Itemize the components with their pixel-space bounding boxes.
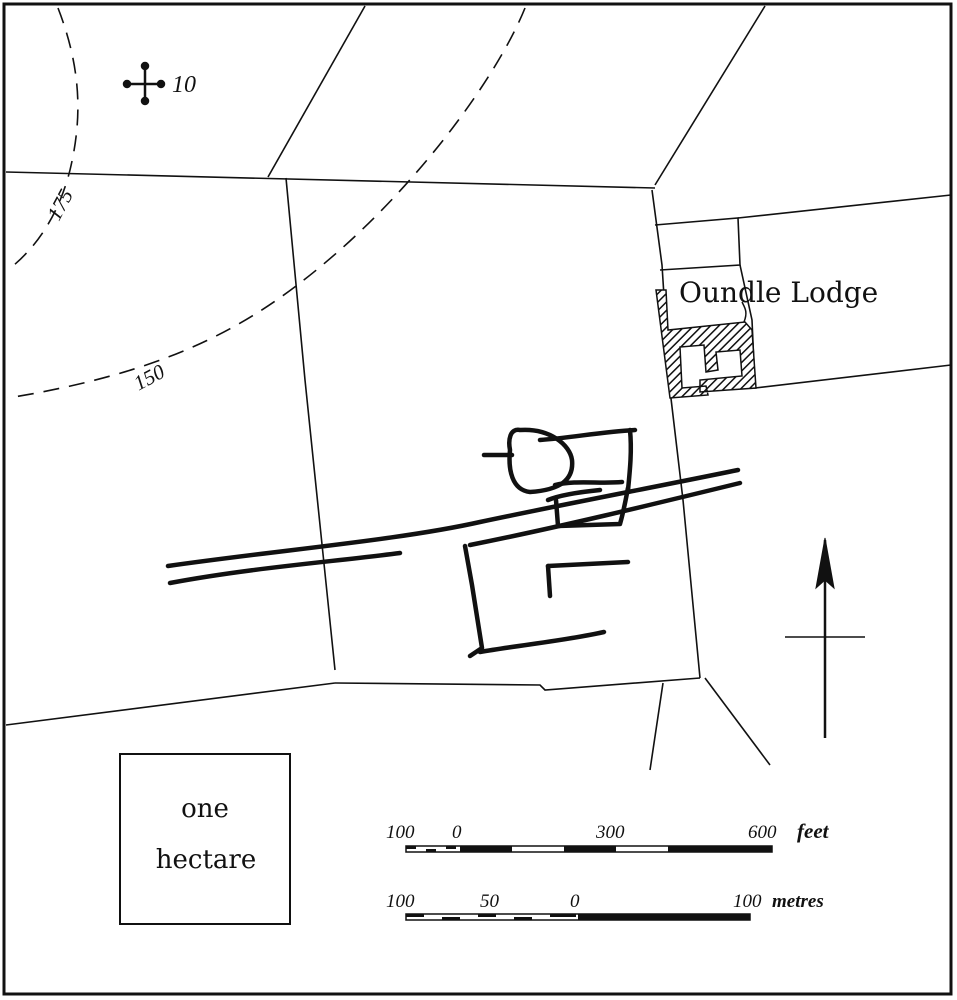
hectare-line2: hectare [156,845,256,875]
metres-tick-50: 50 [480,891,500,912]
feet-tick-300: 300 [595,822,625,843]
scale-bar-feet: 100 0 300 600 feet [386,819,830,853]
scale-bar-metres: 100 50 0 100 metres [386,891,824,921]
contour-lines [7,7,526,399]
north-arrow-icon [785,537,865,738]
metres-tick-100-right: 100 [733,891,762,912]
cropmarks [165,427,743,659]
cross-icon [122,61,166,106]
site-name: Oundle Lodge [679,276,878,309]
contour-150 [7,7,526,399]
lodge-building [655,289,757,399]
metres-tick-100-left: 100 [386,891,415,912]
contour-175 [7,7,79,271]
site-name-leader [741,301,747,323]
hectare-box [119,753,291,925]
feet-tick-600: 600 [748,822,777,843]
feet-unit: feet [797,819,830,843]
hectare-line1: one [181,794,229,824]
metres-tick-0: 0 [570,891,580,912]
feet-tick-100: 100 [386,822,415,843]
field-boundaries [5,5,952,771]
feet-tick-0: 0 [452,822,462,843]
cross-number: 10 [172,72,196,98]
metres-unit: metres [772,891,824,912]
